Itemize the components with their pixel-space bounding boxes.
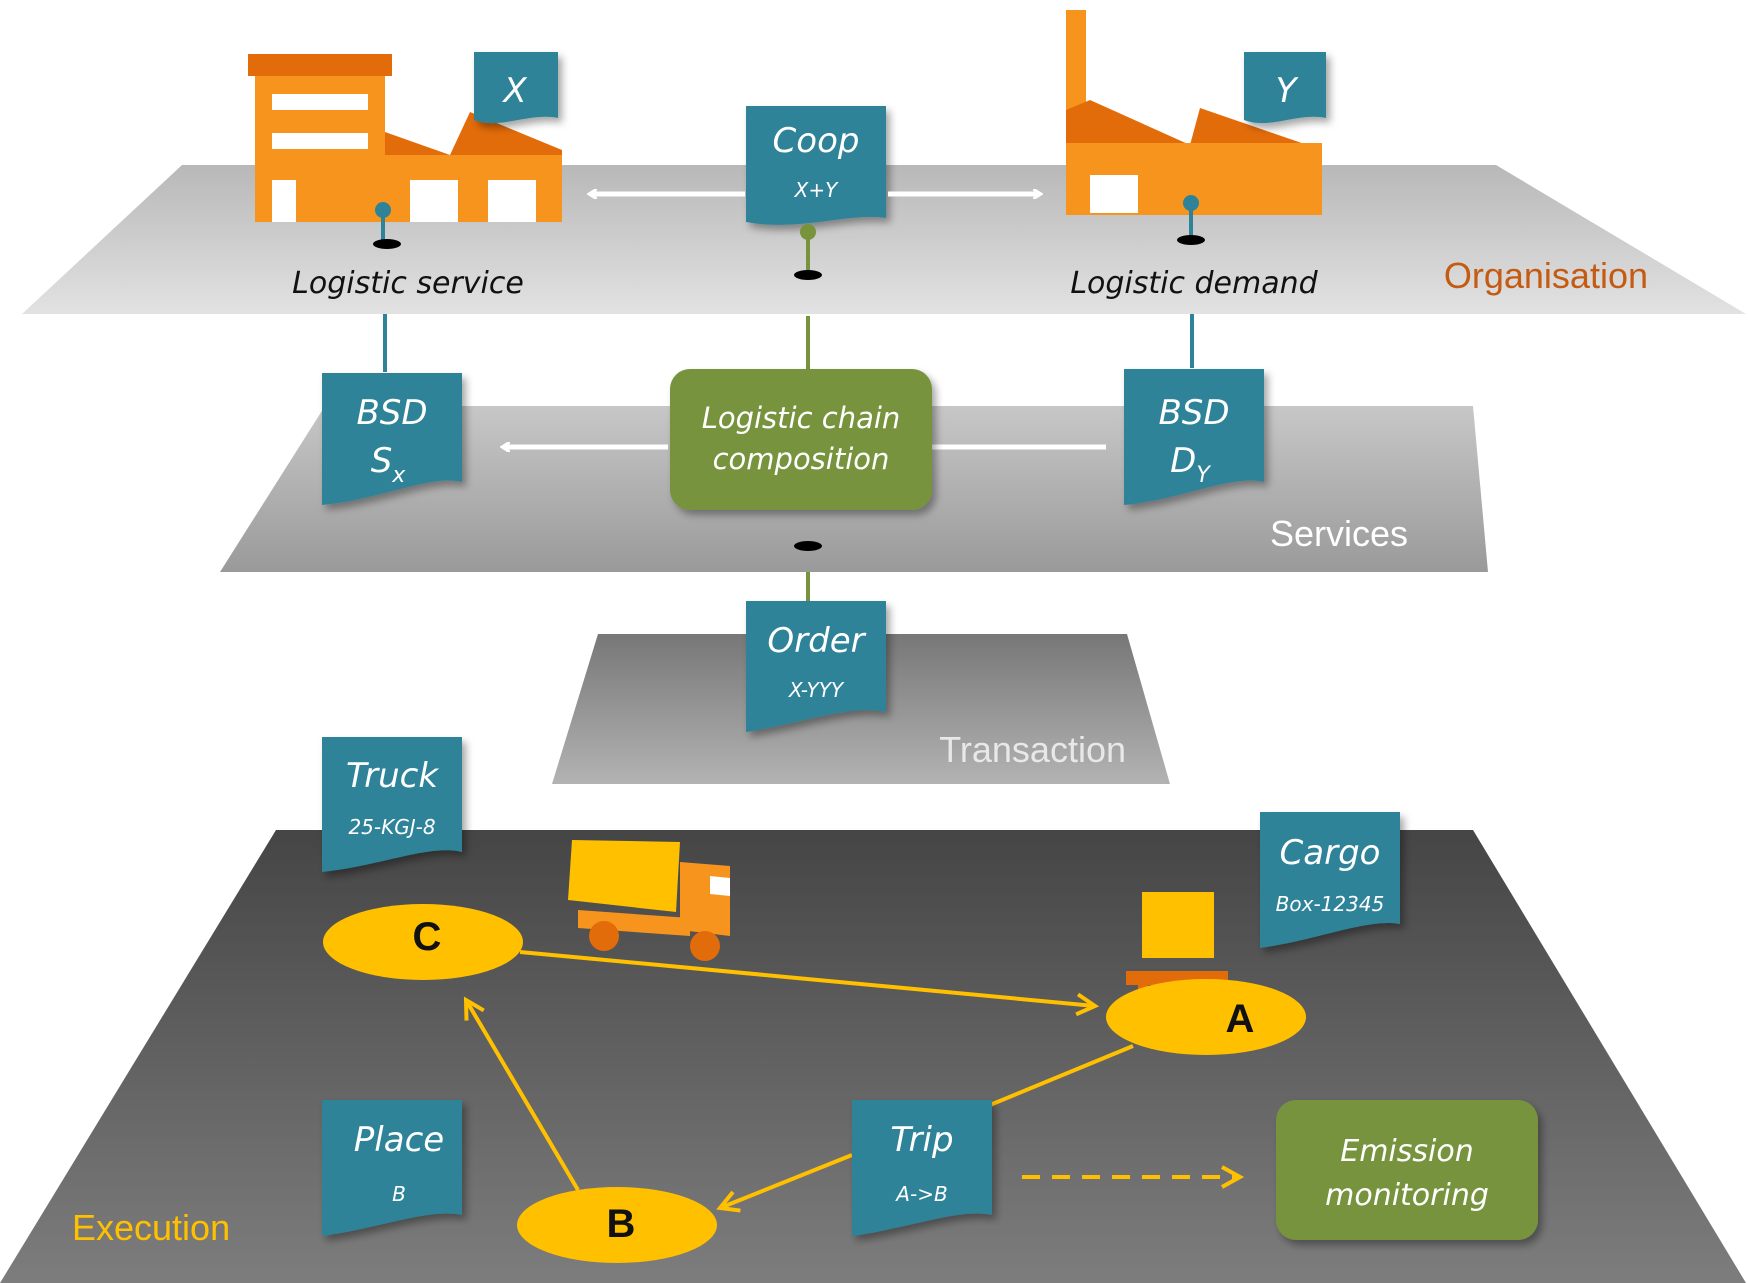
svg-text:BSD: BSD bbox=[356, 393, 427, 433]
svg-text:Place: Place bbox=[354, 1120, 444, 1160]
svg-text:Coop: Coop bbox=[773, 121, 860, 161]
svg-text:Cargo: Cargo bbox=[1280, 833, 1381, 873]
document-x: X bbox=[474, 52, 558, 124]
order-document: Order X-YYY bbox=[746, 601, 886, 732]
trip-document: Trip A->B bbox=[852, 1100, 992, 1236]
cargo-document: Cargo Box-12345 bbox=[1260, 812, 1400, 948]
layer-label-services: Services bbox=[1270, 513, 1408, 554]
bsd-sx-document: BSD Sx bbox=[322, 373, 462, 505]
svg-text:composition: composition bbox=[713, 442, 890, 476]
edge-a-to-trip bbox=[989, 1044, 1134, 1107]
logistic-service-building bbox=[248, 54, 562, 222]
svg-text:X+Y: X+Y bbox=[794, 178, 839, 202]
svg-text:Emission: Emission bbox=[1340, 1134, 1473, 1169]
svg-text:Truck: Truck bbox=[346, 756, 439, 796]
service-pin bbox=[373, 202, 401, 249]
svg-text:B: B bbox=[392, 1182, 406, 1206]
coop-pin bbox=[794, 224, 822, 280]
coop-document: Coop X+Y bbox=[746, 106, 886, 225]
place-document: Place B bbox=[322, 1100, 462, 1236]
truck-icon bbox=[568, 840, 730, 961]
svg-text:X-YYY: X-YYY bbox=[788, 678, 845, 702]
logistic-service-caption: Logistic service bbox=[292, 266, 524, 301]
svg-text:Y: Y bbox=[1276, 71, 1299, 111]
svg-text:BSD: BSD bbox=[1158, 393, 1229, 433]
edge-trip-to-b bbox=[716, 1153, 853, 1213]
svg-text:X: X bbox=[501, 71, 527, 111]
node-a: A bbox=[1106, 979, 1306, 1055]
node-b: B bbox=[517, 1187, 717, 1263]
svg-text:DY: DY bbox=[1170, 441, 1211, 488]
svg-text:A: A bbox=[1226, 997, 1255, 1041]
bsd-sx-letter: S bbox=[371, 441, 393, 481]
svg-text:Trip: Trip bbox=[890, 1120, 953, 1160]
svg-text:monitoring: monitoring bbox=[1325, 1178, 1489, 1213]
edge-b-to-c bbox=[463, 996, 580, 1192]
bsd-dy-letter: D bbox=[1170, 441, 1196, 481]
svg-text:B: B bbox=[607, 1202, 636, 1246]
svg-text:25-KGJ-8: 25-KGJ-8 bbox=[348, 815, 435, 839]
demand-pin bbox=[1177, 195, 1205, 245]
logistic-demand-caption: Logistic demand bbox=[1070, 266, 1318, 301]
emission-monitoring-box: Emission monitoring bbox=[1276, 1100, 1538, 1240]
layer-label-transaction: Transaction bbox=[939, 729, 1126, 770]
logistic-chain-composition-box: Logistic chain composition bbox=[670, 369, 932, 510]
svg-text:Order: Order bbox=[767, 621, 866, 661]
layer-label-organisation: Organisation bbox=[1444, 255, 1648, 296]
edge-c-to-a bbox=[519, 950, 1100, 1017]
logistic-demand-building bbox=[1066, 10, 1322, 215]
bsd-sx-subscript: x bbox=[391, 463, 406, 488]
svg-text:C: C bbox=[413, 915, 442, 959]
bsd-dy-document: BSD DY bbox=[1124, 369, 1264, 505]
node-c: C bbox=[323, 904, 523, 980]
bsd-dy-subscript: Y bbox=[1196, 463, 1211, 488]
truck-document: Truck 25-KGJ-8 bbox=[322, 737, 462, 872]
svg-text:Logistic chain: Logistic chain bbox=[702, 401, 901, 435]
layer-label-execution: Execution bbox=[72, 1207, 230, 1248]
svg-text:A->B: A->B bbox=[894, 1182, 947, 1206]
document-y: Y bbox=[1244, 52, 1326, 124]
svg-text:Box-12345: Box-12345 bbox=[1276, 892, 1385, 916]
svg-text:Sx: Sx bbox=[371, 441, 407, 488]
